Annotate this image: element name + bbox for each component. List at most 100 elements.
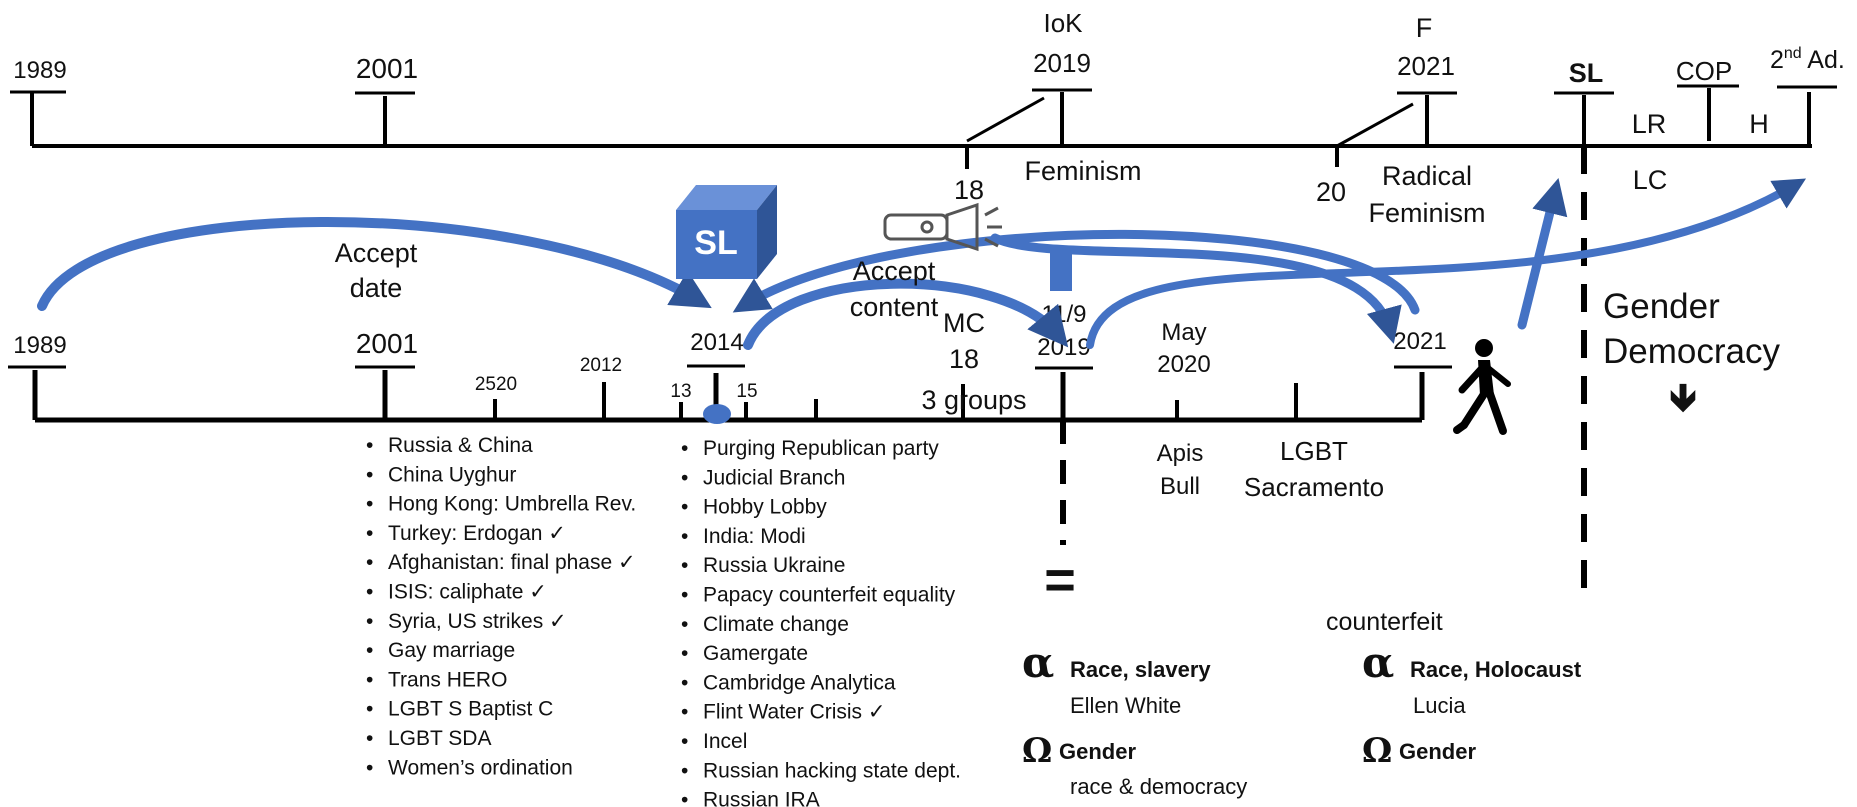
top-timeline: 1989 2001 18 IoK 2019 Feminism 20 F 2021… (10, 8, 1845, 228)
omega-icon-left: Ω (1022, 731, 1052, 771)
list-item: ISIS: caliphate ✓ (388, 581, 547, 604)
arc-label-content: content (850, 292, 939, 322)
list-bullet: • (366, 639, 373, 662)
arc-beam-to-2021 (990, 233, 1402, 344)
bottom-label-may-2020: 2020 (1157, 351, 1210, 378)
counterfeit-heading: counterfeit (1326, 608, 1443, 636)
bottom-label-apis: Apis (1157, 440, 1204, 467)
top-label-iok: IoK (1043, 8, 1083, 38)
list-item: Climate change (703, 613, 849, 636)
arc-accept-date (37, 217, 712, 311)
arc-label-accept: Accept (335, 238, 418, 268)
list-bullet: • (681, 584, 688, 607)
bottom-label-2520: 2520 (475, 374, 517, 395)
bottom-marker-2014-dot (703, 404, 731, 424)
omega-left-text: Gender (1059, 739, 1136, 764)
arc-label-accept-2: Accept (853, 256, 936, 286)
down-arrow-icon: 🡻 (1669, 377, 1696, 419)
top-label-1989: 1989 (13, 57, 66, 84)
list-bullet: • (681, 671, 688, 694)
list-bullet: • (681, 701, 688, 724)
list-item: Russian IRA (703, 789, 820, 807)
list-bullet: • (366, 551, 373, 574)
list-item: Hong Kong: Umbrella Rev. (388, 493, 636, 516)
list-item: Women’s ordination (388, 756, 573, 779)
bottom-label-sacramento: Sacramento (1244, 472, 1384, 502)
omega-icon-right: Ω (1362, 731, 1392, 771)
omega-right-text: Gender (1399, 739, 1476, 764)
alpha-omega-left: α Race, slavery Ellen White Ω Gender rac… (1022, 638, 1247, 799)
list-bullet: • (681, 759, 688, 782)
list-item: Syria, US strikes ✓ (388, 610, 567, 633)
top-label-18: 18 (954, 175, 984, 205)
top-label-feminism: Feminism (1024, 156, 1141, 186)
bottom-marker-11-9 (1050, 249, 1072, 291)
list-bullet: • (681, 466, 688, 489)
list-item: Flint Water Crisis ✓ (703, 701, 886, 724)
bottom-label-2012: 2012 (580, 355, 622, 376)
list-item: Hobby Lobby (703, 496, 827, 519)
arc-2019-to-lc (1086, 178, 1807, 349)
alpha-omega-right: counterfeit α Race, Holocaust Lucia Ω Ge… (1326, 608, 1582, 771)
list-bullet: • (366, 463, 373, 486)
top-label-h: H (1749, 109, 1769, 139)
list-item: LGBT SDA (388, 727, 491, 750)
bottom-label-lgbt: LGBT (1280, 436, 1348, 466)
arrow-up-to-sl (1517, 178, 1568, 330)
bottom-label-may: May (1161, 319, 1206, 346)
top-label-lc: LC (1633, 165, 1668, 195)
list-item: Turkey: Erdogan ✓ (388, 522, 566, 545)
top-label-f: F (1416, 13, 1433, 43)
alpha-left-sub: Ellen White (1070, 693, 1181, 718)
list-item: Russia Ukraine (703, 554, 845, 577)
list-item: Judicial Branch (703, 466, 845, 489)
list-item: India: Modi (703, 525, 806, 548)
list-bullet: • (366, 493, 373, 516)
bottom-label-three-groups: 3 groups (921, 385, 1026, 415)
list-item: LGBT S Baptist C (388, 698, 553, 721)
alpha-icon-right: α (1362, 638, 1394, 687)
sl-cube-top (676, 185, 777, 210)
bottom-label-bull: Bull (1160, 473, 1200, 500)
list-item: Gamergate (703, 642, 808, 665)
second-advent-text: Ad. (1802, 46, 1845, 74)
second-advent-number: 2 (1770, 46, 1784, 74)
list-item: Papacy counterfeit equality (703, 584, 956, 607)
top-label-2001: 2001 (356, 53, 418, 84)
alpha-right-text: Race, Holocaust (1410, 657, 1582, 682)
alpha-icon-left: α (1022, 638, 1054, 687)
connecting-arcs (37, 178, 1807, 350)
top-label-sl: SL (1569, 58, 1604, 88)
list-item: Russian hacking state dept. (703, 759, 961, 782)
list-bullet: • (681, 496, 688, 519)
gender-democracy-line2: Democracy (1603, 332, 1780, 371)
bottom-label-mc-18: 18 (949, 344, 979, 374)
bottom-label-2001: 2001 (356, 328, 418, 359)
alpha-left-text: Race, slavery (1070, 657, 1211, 682)
events-list-2014: • Purging Republican party • Judicial Branc… (681, 437, 961, 807)
second-advent-superscript: nd (1784, 45, 1802, 62)
bottom-label-2021: 2021 (1393, 328, 1446, 355)
bottom-label-2019: 2019 (1037, 334, 1090, 361)
bottom-timeline: 1989 2001 2520 2012 13 2014 15 MC 18 3 g… (8, 249, 1452, 502)
list-item: Cambridge Analytica (703, 671, 896, 694)
list-item: Purging Republican party (703, 437, 939, 460)
list-item: Trans HERO (388, 668, 507, 691)
top-label-2019: 2019 (1033, 48, 1091, 78)
gender-democracy-line1: Gender (1603, 287, 1720, 326)
top-label-lr: LR (1632, 109, 1667, 139)
list-bullet: • (681, 642, 688, 665)
list-bullet: • (681, 789, 688, 807)
bottom-label-1989: 1989 (13, 332, 66, 359)
list-bullet: • (681, 525, 688, 548)
bottom-label-mc: MC (943, 308, 985, 338)
list-bullet: • (366, 727, 373, 750)
list-bullet: • (366, 668, 373, 691)
top-label-20: 20 (1316, 177, 1346, 207)
list-bullet: • (681, 613, 688, 636)
top-label-2021: 2021 (1397, 51, 1455, 81)
sl-cube-front (676, 210, 757, 279)
equals-sign: = (1044, 550, 1076, 610)
sl-cube-side (757, 185, 777, 279)
list-item: Afghanistan: final phase ✓ (388, 551, 636, 574)
